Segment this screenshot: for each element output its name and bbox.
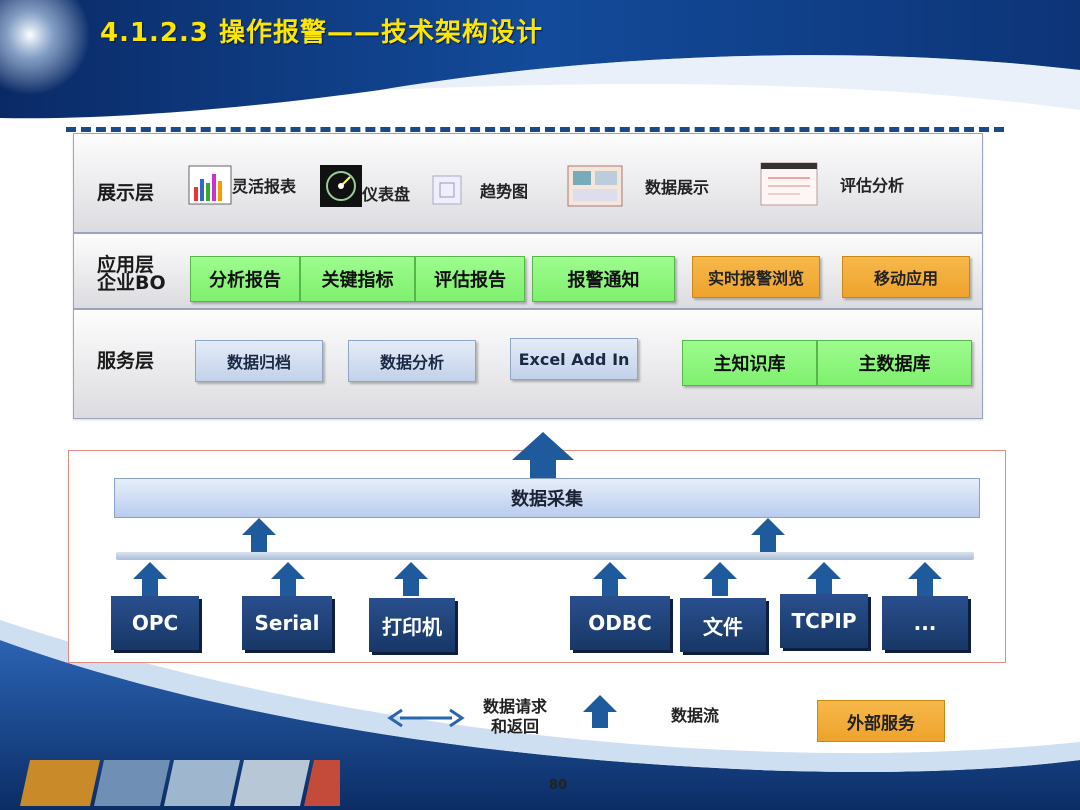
source-more: ... xyxy=(882,596,968,650)
display-item-dashboard: 仪表盘 xyxy=(320,165,410,207)
legend-request-return: 数据请求 和返回 xyxy=(470,697,560,737)
application-layer-label-line2: 企业BO xyxy=(97,272,166,294)
display-item-label: 灵活报表 xyxy=(232,177,297,196)
app-box-key-indicators: 关键指标 xyxy=(300,256,415,302)
application-layer-label: 应用层 企业BO xyxy=(97,254,166,294)
display-layer-label: 展示层 xyxy=(97,182,155,204)
app-box-analysis-report: 分析报告 xyxy=(190,256,300,302)
app-box-realtime-alarm-browse: 实时报警浏览 xyxy=(692,256,820,298)
display-item-flex-report: 灵活报表 xyxy=(188,165,296,205)
source-tcpip: TCPIP xyxy=(780,594,868,648)
collection-rail xyxy=(116,552,974,560)
display-item-label: 数据展示 xyxy=(645,178,710,197)
boundary-dashed-line xyxy=(66,127,1004,132)
display-item-data-display: 数据展示 xyxy=(567,165,709,207)
source-opc: OPC xyxy=(111,596,199,650)
legend-data-flow: 数据流 xyxy=(670,706,719,725)
legend-external-service: 外部服务 xyxy=(817,700,945,742)
service-layer-label: 服务层 xyxy=(97,350,155,372)
data-display-icon xyxy=(567,165,623,207)
service-box-data-archive: 数据归档 xyxy=(195,340,323,382)
page-number: 80 xyxy=(548,778,568,793)
service-box-master-database: 主数据库 xyxy=(817,340,972,386)
slide-title: 4.1.2.3 操作报警——技术架构设计 xyxy=(100,18,544,48)
bar-chart-report-icon xyxy=(188,165,232,205)
source-printer: 打印机 xyxy=(369,598,455,652)
footer-photo-strip xyxy=(20,760,340,806)
source-file: 文件 xyxy=(680,598,766,652)
source-serial: Serial xyxy=(242,596,332,650)
legend-request-line1: 数据请求 xyxy=(482,697,547,716)
data-collection-bar: 数据采集 xyxy=(114,478,980,518)
app-box-mobile-app: 移动应用 xyxy=(842,256,970,298)
display-item-label: 仪表盘 xyxy=(362,185,411,204)
app-box-evaluation-report: 评估报告 xyxy=(415,256,525,302)
dashboard-icon xyxy=(320,165,362,207)
trend-chart-icon xyxy=(432,175,462,205)
display-item-evaluation: 评估分析 xyxy=(760,162,904,206)
legend-request-line2: 和返回 xyxy=(490,717,539,736)
display-item-trend: 趋势图 xyxy=(432,175,528,205)
app-box-alarm-notification: 报警通知 xyxy=(532,256,675,302)
service-box-data-analysis: 数据分析 xyxy=(348,340,476,382)
display-item-label: 评估分析 xyxy=(840,176,905,195)
application-layer-label-line1: 应用层 xyxy=(97,254,155,276)
service-box-master-knowledge: 主知识库 xyxy=(682,340,817,386)
service-box-excel-addin: Excel Add In xyxy=(510,338,638,380)
source-odbc: ODBC xyxy=(570,596,670,650)
evaluation-analysis-icon xyxy=(760,162,818,206)
display-item-label: 趋势图 xyxy=(480,182,529,201)
